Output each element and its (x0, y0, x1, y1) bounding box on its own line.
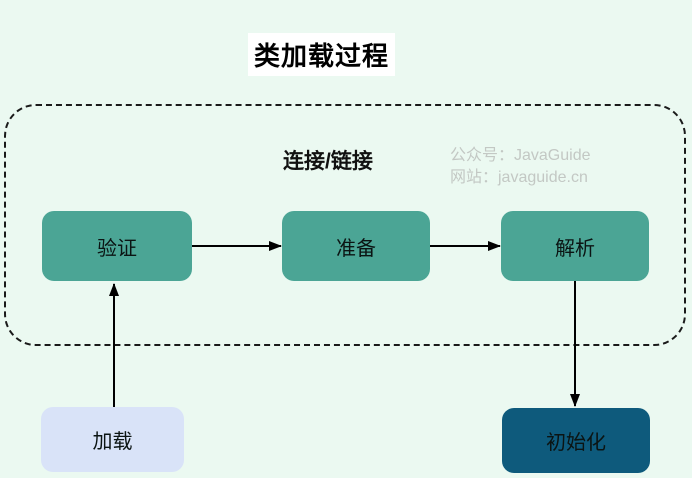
node-load: 加载 (41, 407, 184, 472)
node-resolve-label: 解析 (555, 237, 595, 260)
node-init: 初始化 (502, 408, 650, 473)
linking-dashed-container (4, 104, 686, 346)
watermark-line-account: 公众号：JavaGuide (450, 147, 591, 164)
node-verify: 验证 (42, 211, 192, 281)
diagram-title-plate: 类加载过程 (248, 33, 395, 76)
node-prepare: 准备 (282, 211, 430, 281)
linking-label: 连接/链接 (283, 150, 373, 173)
node-init-label: 初始化 (546, 432, 606, 454)
watermark: 公众号：JavaGuide 网站：javaguide.cn (450, 145, 591, 189)
diagram-title: 类加载过程 (253, 41, 389, 71)
node-load-label: 加载 (92, 431, 133, 453)
node-prepare-label: 准备 (336, 237, 376, 260)
node-resolve: 解析 (501, 211, 649, 281)
watermark-line-website: 网站：javaguide.cn (450, 169, 588, 186)
node-verify-label: 验证 (97, 237, 137, 260)
